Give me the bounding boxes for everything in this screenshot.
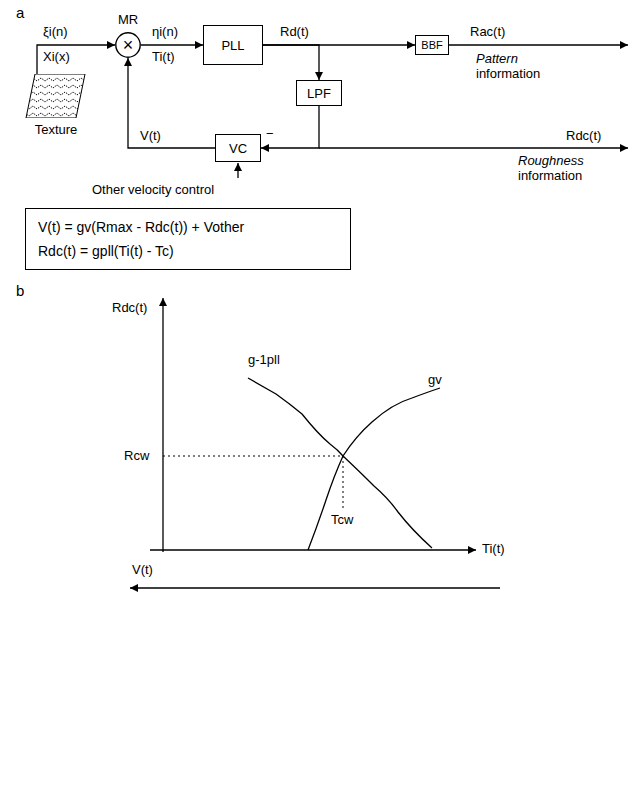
x-axis <box>150 549 476 550</box>
equation-box: V(t) = gv(Rmax - Rdc(t)) + VotherRdc(t) … <box>25 208 351 270</box>
panel-letter: b <box>16 282 24 299</box>
texture-sample: Texture <box>25 74 87 138</box>
node-label: Texture <box>35 122 78 137</box>
process-box: LPF <box>296 80 342 106</box>
value-label: Rcw <box>124 448 149 463</box>
axis-label: V(t) <box>132 562 153 577</box>
node-label: V(t) = gv(Rmax - Rdc(t)) + Vother <box>38 215 338 239</box>
node-label: MR <box>118 12 138 27</box>
signal-name: Xi(x) <box>43 49 70 64</box>
label-word: Pattern <box>476 51 518 66</box>
pattern-output-line <box>449 44 628 45</box>
label-word: information <box>476 66 540 81</box>
texture-pattern <box>25 85 87 88</box>
panel-letter: a <box>16 4 24 21</box>
curve-label: gv <box>428 372 442 387</box>
axis-label: Rdc(t) <box>112 300 147 315</box>
texture-outline <box>26 74 85 118</box>
signal-connector <box>141 44 203 45</box>
input-note: Other velocity control <box>92 182 214 197</box>
signal-name: Rac(t) <box>470 24 505 39</box>
signal-connector <box>261 106 319 148</box>
texture-pattern <box>25 92 87 95</box>
node-label: VC <box>229 141 247 156</box>
signal-name: V(t) <box>140 128 161 143</box>
guide-line <box>163 456 343 457</box>
texture-illustration <box>25 74 87 118</box>
signal-name: Ti(t) <box>152 49 175 64</box>
texture-pattern <box>25 99 87 102</box>
signal-name: Rd(t) <box>280 24 309 39</box>
node-label: LPF <box>307 86 331 101</box>
y-axis <box>162 298 163 552</box>
node-label: PLL <box>221 38 244 53</box>
signal-connector <box>263 45 319 80</box>
process-box: PLL <box>203 25 263 65</box>
label-word: Roughness <box>518 153 584 168</box>
signal-name: ηi(n) <box>152 24 178 39</box>
node-label: BBF <box>421 39 442 51</box>
value-label: Tcw <box>331 512 353 527</box>
velocity-gain-curve <box>308 388 440 550</box>
signal-name: Rdc(t) <box>566 128 601 143</box>
process-box: BBF <box>415 35 449 55</box>
curve-label: g-1pll <box>248 352 280 367</box>
guide-line <box>343 456 344 508</box>
multiplier-circle-outline <box>116 33 140 57</box>
node-text: × <box>123 36 134 54</box>
roughness-output-line <box>319 147 628 148</box>
signal-connector <box>128 58 215 148</box>
signal-connector <box>37 45 115 74</box>
label-word: information <box>518 168 584 183</box>
process-box: VC <box>215 134 261 162</box>
velocity-input-arrow <box>237 163 238 178</box>
node-text: Rdc(t) = gpll(Ti(t) - Tc) <box>38 239 338 263</box>
texture-pattern <box>25 113 87 116</box>
output-note: Roughness information <box>518 153 584 183</box>
velocity-axis <box>130 587 500 588</box>
output-note: Pattern information <box>476 51 540 81</box>
multiplier-circle: MR× <box>115 32 141 58</box>
sign-mark: − <box>266 126 274 141</box>
axis-label: Ti(t) <box>482 541 505 556</box>
signal-name: ξi(n) <box>43 24 68 39</box>
